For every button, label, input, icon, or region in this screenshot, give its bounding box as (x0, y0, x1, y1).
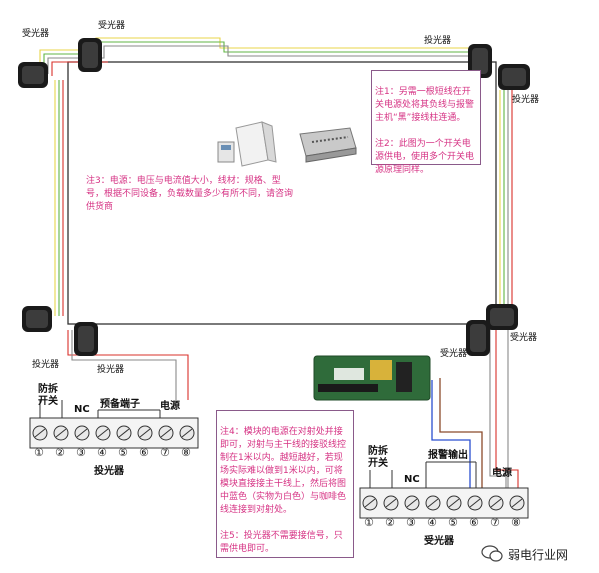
terminal-screw-slot (76, 428, 88, 438)
terminal-number: ② (385, 516, 395, 529)
terminal-number: ⑧ (181, 446, 191, 459)
relay-module-icon (313, 355, 431, 401)
terminal-number: ⑥ (139, 446, 149, 459)
terminal-number: ④ (97, 446, 107, 459)
sensor-posts (18, 38, 530, 356)
alarm-host-icon (217, 121, 277, 167)
terminal-number: ⑥ (469, 516, 479, 529)
right-alarm-out-label: 报警输出 (428, 450, 468, 461)
receiver-label-bottom-right-2: 受光器 (440, 349, 468, 359)
terminal-number: ③ (406, 516, 416, 529)
wechat-icon (481, 545, 503, 562)
transmitter-label-right: 投光器 (512, 95, 540, 105)
notes-box-top: 注1：另需一根短线在开关电源处将其负线与报警主机“黑”接线柱连通。 注2：此图为… (371, 70, 481, 175)
terminal-screw-slot (55, 428, 67, 438)
terminal-screw-slot (139, 428, 151, 438)
transmitter-bottom-left-2 (74, 322, 98, 356)
terminal-screw-slot (34, 428, 46, 438)
terminal-screw-slot (448, 498, 460, 508)
terminal-screw-slot (406, 498, 418, 508)
receiver-top-left (18, 62, 48, 88)
receiver-top-center (78, 38, 102, 72)
receiver-label-top-left: 受光器 (22, 29, 50, 39)
receiver-bottom-right-2 (466, 320, 490, 356)
terminal-screw-slot (469, 498, 481, 508)
terminal-screw-slot (364, 498, 376, 508)
left-nc-label: NC (74, 404, 90, 415)
terminal-screw-slot (160, 428, 172, 438)
terminal-screw-slot (385, 498, 397, 508)
transmitter-label-bottom-left: 投光器 (32, 360, 60, 370)
terminal-number: ① (34, 446, 44, 459)
notes-box-bottom: 注4：模块的电源在对射处并接即可，对射与主干线的接驳线控制在1米以内。越短越好，… (216, 410, 354, 558)
terminal-number: ③ (76, 446, 86, 459)
terminal-number: ⑤ (118, 446, 128, 459)
transmitter-right-top (498, 64, 530, 90)
note-4: 注4：模块的电源在对射处并接即可，对射与主干线的接驳线控制在1米以内。越短越好，… (220, 427, 347, 515)
watermark-text: 弱电行业网 (508, 548, 569, 562)
terminal-screw-slot (427, 498, 439, 508)
receiver-label-bottom-right: 受光器 (510, 333, 538, 343)
left-tamper-label: 防拆 开关 (38, 384, 58, 407)
note-3: 注3：电源：电压与电流值大小，线材：规格、型号，根据不同设备，负载数量多少有所不… (86, 176, 294, 212)
transmitter-top-right (468, 44, 492, 78)
right-nc-label: NC (404, 474, 420, 485)
left-block-title: 投光器 (94, 466, 124, 477)
note-5: 注5：投光器不需要接信号，只需供电即可。 (220, 531, 343, 554)
terminal-number: ⑦ (160, 446, 170, 459)
terminal-number: ⑤ (448, 516, 458, 529)
right-terminal-block (359, 461, 529, 519)
terminal-screw-slot (181, 428, 193, 438)
receiver-label-top-center: 受光器 (98, 21, 126, 31)
terminal-screw-slot (490, 498, 502, 508)
receiver-bottom-right (486, 304, 518, 330)
power-supply-icon (299, 127, 357, 163)
right-tamper-label: 防拆 开关 (368, 446, 388, 469)
left-terminal-block (29, 400, 199, 449)
terminal-number: ② (55, 446, 65, 459)
main-frame (67, 61, 497, 325)
note-1: 注1：另需一根短线在开关电源处将其负线与报警主机“黑”接线柱连通。 (375, 87, 475, 123)
terminal-screw-slot (511, 498, 523, 508)
terminal-screw-slot (97, 428, 109, 438)
left-power-label: 电源 (160, 401, 180, 412)
terminal-screw-slot (118, 428, 130, 438)
transmitter-label-bottom-left-2: 投光器 (97, 365, 125, 375)
terminal-number: ⑦ (490, 516, 500, 529)
transmitter-bottom-left (22, 306, 52, 332)
terminal-number: ⑧ (511, 516, 521, 529)
right-power-label: 电源 (492, 468, 512, 479)
terminal-number: ① (364, 516, 374, 529)
note-2: 注2：此图为一个开关电源供电，使用多个开关电源原理同样。 (375, 139, 475, 175)
right-block-title: 受光器 (424, 536, 454, 547)
terminal-number: ④ (427, 516, 437, 529)
transmitter-label-top-right: 投光器 (424, 36, 452, 46)
left-reserved-label: 预备端子 (100, 399, 140, 410)
